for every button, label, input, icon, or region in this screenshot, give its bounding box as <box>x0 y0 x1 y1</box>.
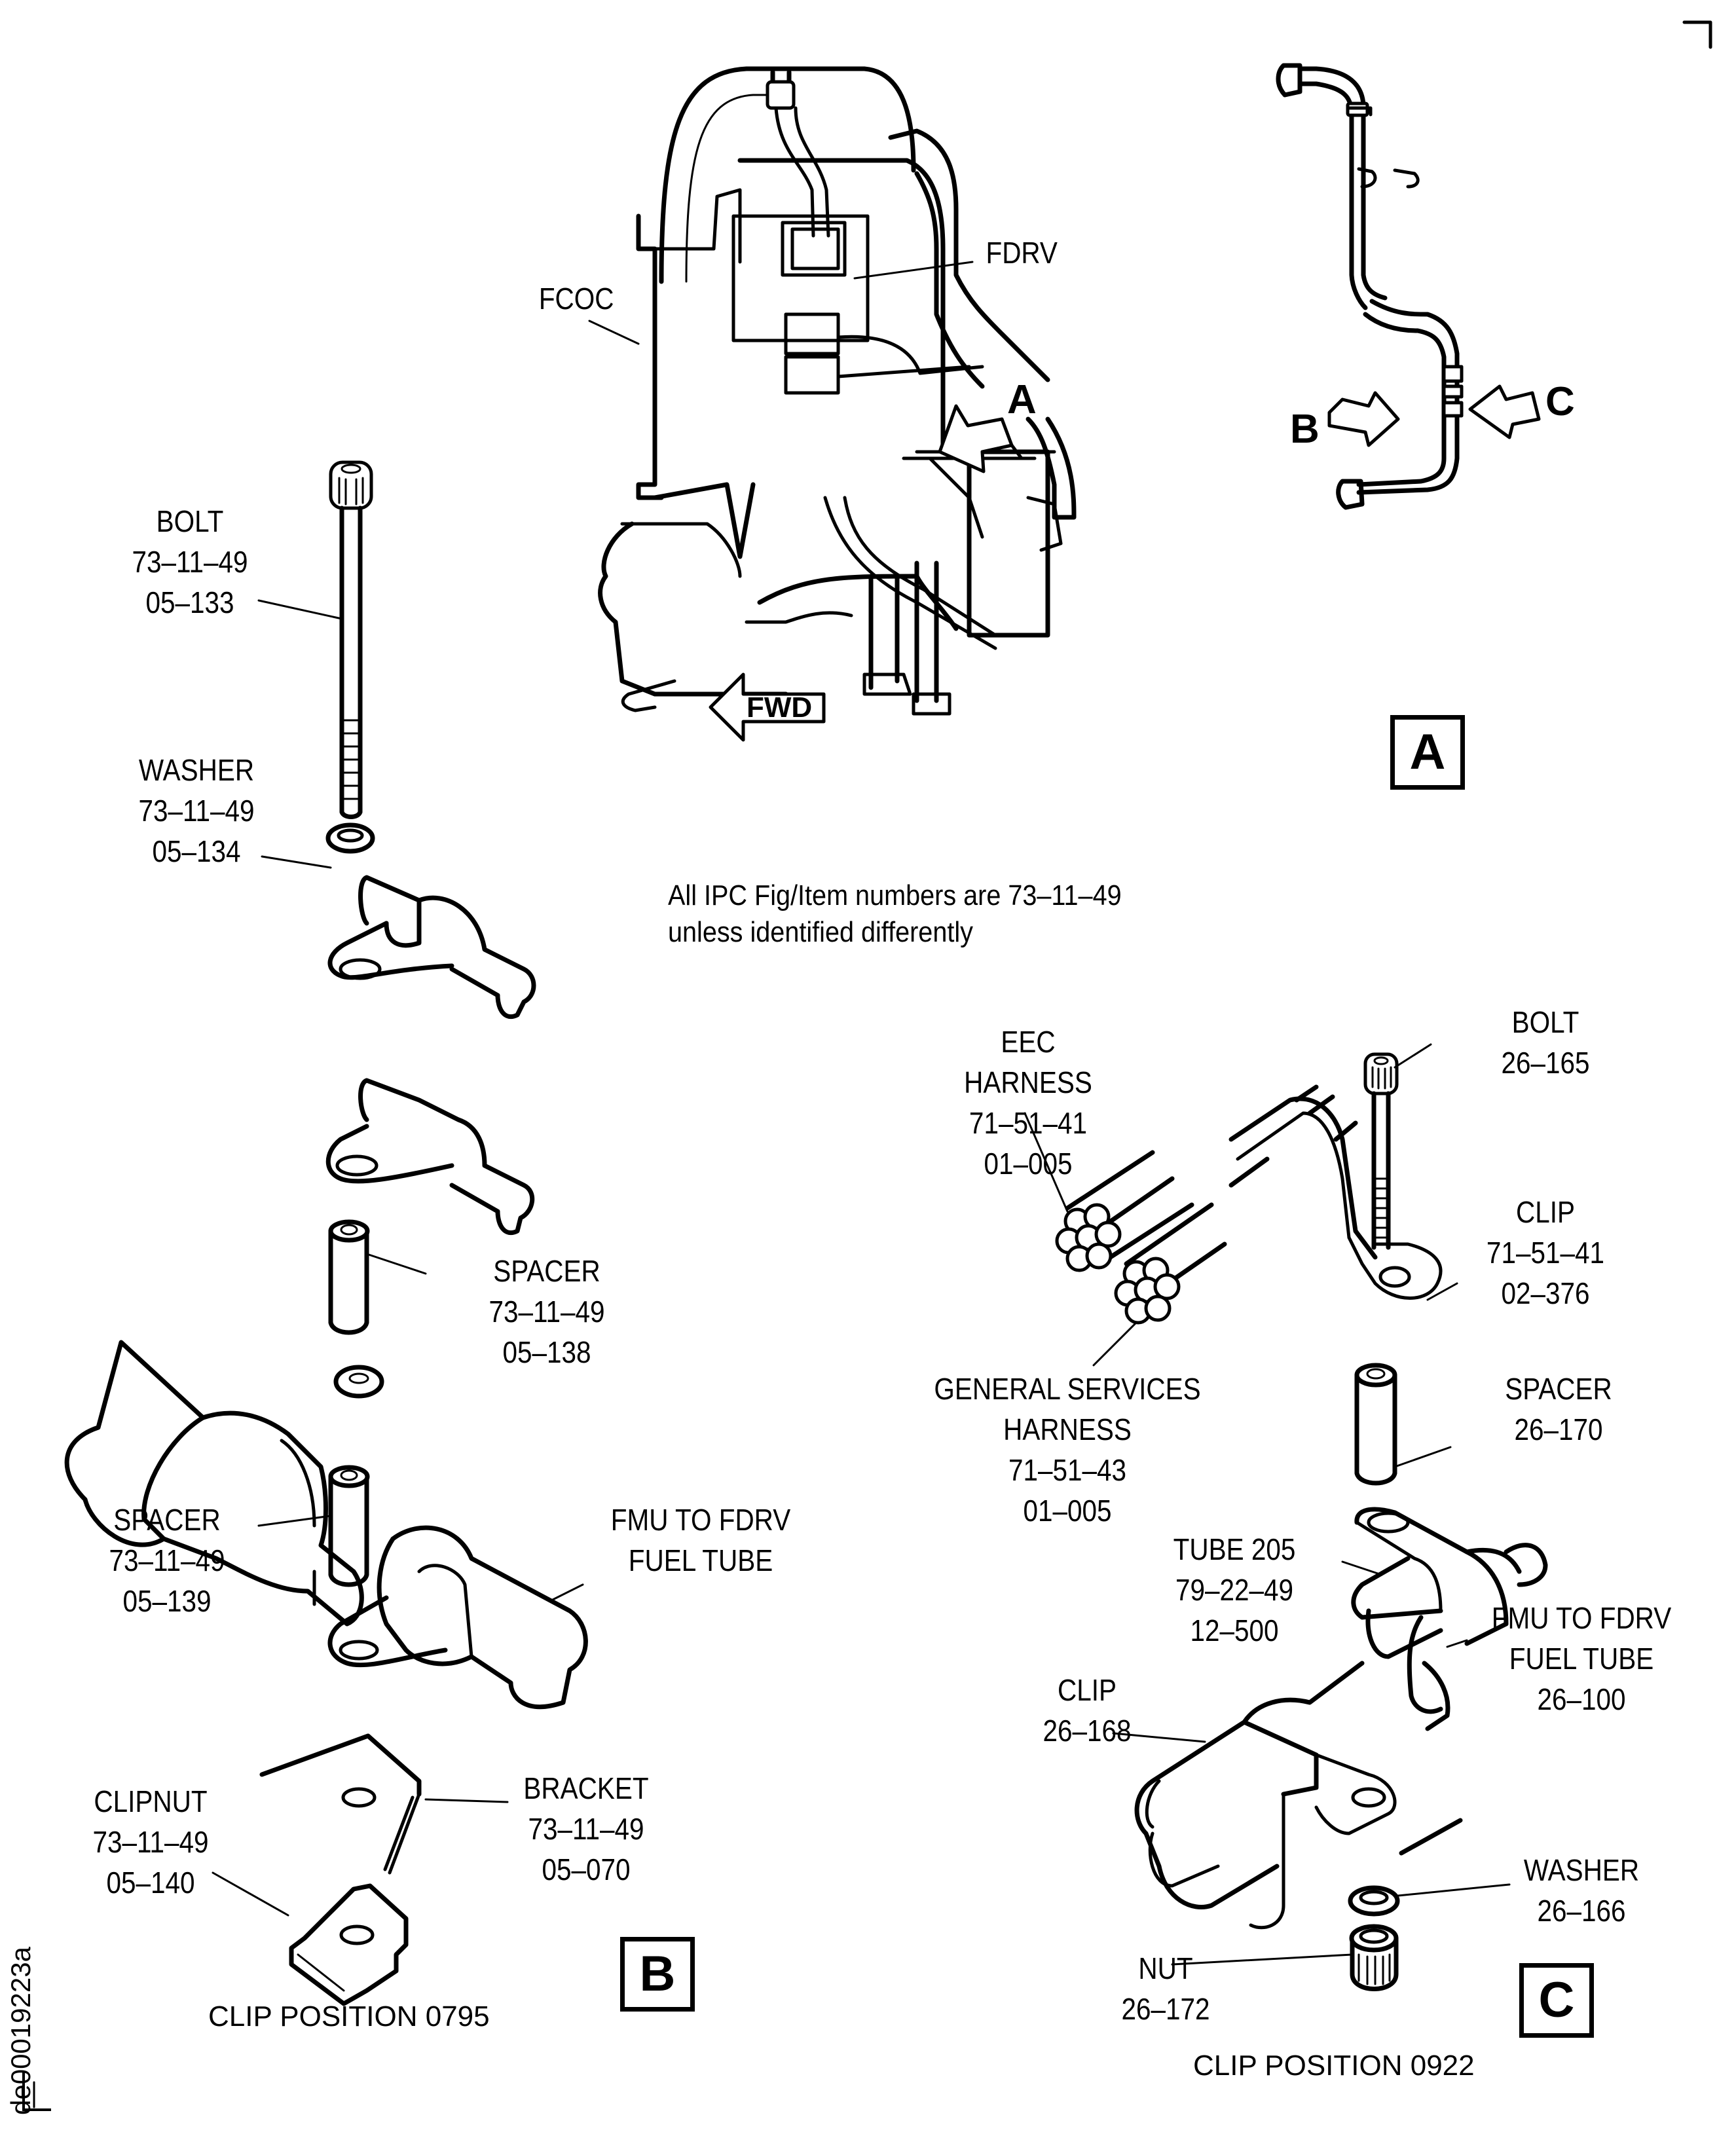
view-b-exploded-drawing <box>64 460 588 2006</box>
view-c-title-box: C <box>1519 1963 1594 2038</box>
view-c-caption: CLIP POSITION 0922 <box>1193 2050 1475 2082</box>
label-fdrv: FDRV <box>986 236 1058 270</box>
view-c-indicator-arrow <box>1468 384 1541 439</box>
ipc-note-line-2: unless identified differently <box>668 916 973 948</box>
ipc-note-line-1: All IPC Fig/Item numbers are 73–11–49 <box>668 879 1122 911</box>
fwd-label: FWD <box>747 691 813 724</box>
view-b-callout-letter: B <box>1290 407 1320 452</box>
ipc-note: All IPC Fig/Item numbers are 73–11–49 un… <box>668 877 1122 951</box>
view-c-title: C <box>1538 1972 1575 2028</box>
view-a-callout-letter: A <box>1007 377 1037 422</box>
view-b-caption: CLIP POSITION 0795 <box>208 2000 490 2033</box>
view-b-title: B <box>639 1946 676 2002</box>
view-a-indicator-arrow <box>938 404 1014 473</box>
view-a-title-box: A <box>1390 715 1465 790</box>
view-c-exploded-drawing <box>1055 1052 1548 1991</box>
view-b-indicator-arrow <box>1327 391 1400 447</box>
view-a-tube-drawing <box>1276 63 1464 510</box>
fwd-arrow <box>709 672 826 742</box>
docid-corner-mark <box>22 2072 51 2111</box>
engine-overview-drawing <box>598 66 1077 716</box>
corner-mark <box>1682 20 1712 49</box>
view-c-callout-letter: C <box>1545 379 1575 424</box>
view-b-title-box: B <box>620 1937 695 2012</box>
view-a-title: A <box>1409 724 1446 780</box>
label-fcoc: FCOC <box>538 282 614 316</box>
